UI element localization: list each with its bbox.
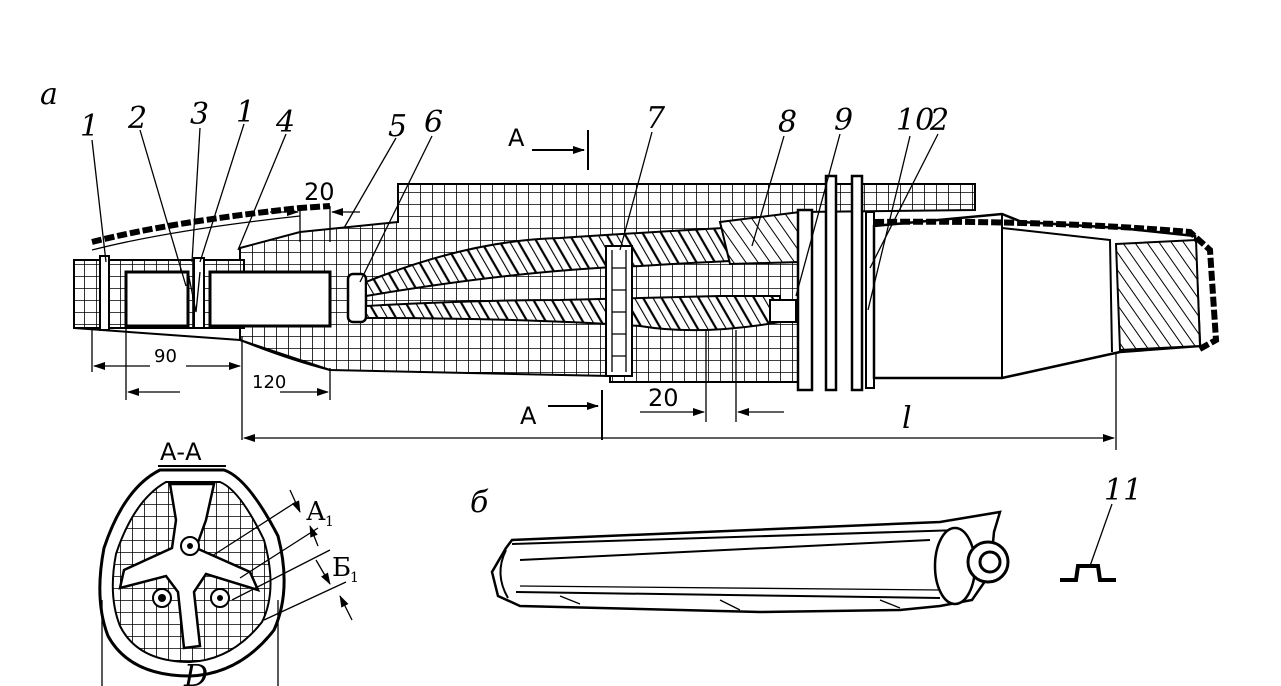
right-cable-end — [1114, 238, 1202, 352]
item-11-shape — [1060, 564, 1116, 582]
outer-sheath-top — [91, 203, 331, 245]
section-dim-d: D — [183, 659, 208, 686]
connector-ferrule — [605, 245, 633, 377]
section-mark-top-letter: А — [508, 124, 525, 152]
view-b-external: б — [470, 485, 1010, 614]
callout-7: 7 — [646, 101, 666, 136]
dimension-120: 120 — [125, 326, 331, 400]
callout-2a: 2 — [127, 101, 147, 136]
inner-sleeve-1 — [124, 270, 190, 328]
dimension-20-left-value: 20 — [304, 178, 335, 206]
clamp-ring-1 — [99, 255, 110, 331]
insert-9 — [769, 299, 797, 323]
callout-9: 9 — [834, 103, 853, 138]
clamp-5 — [346, 272, 368, 324]
callout-8: 8 — [778, 105, 797, 140]
section-dim-b1: Б — [332, 553, 351, 583]
section-mark-bottom-letter: А — [520, 402, 537, 430]
callout-2b: 2 — [929, 103, 949, 138]
callout-1a: 1 — [80, 109, 99, 144]
callout-1b: 1 — [236, 95, 255, 130]
dimension-length-value: l — [902, 401, 912, 436]
callout-numbers: 1 2 3 1 4 5 6 7 8 9 10 2 — [80, 95, 949, 144]
dimension-90-value: 90 — [154, 346, 177, 367]
callout-6: 6 — [424, 105, 443, 140]
callout-11: 11 — [1104, 473, 1142, 508]
view-a-longitudinal-section — [73, 174, 1220, 392]
callout-3: 3 — [190, 97, 209, 132]
dimension-20-mid: 20 — [640, 330, 784, 422]
section-separator — [118, 482, 261, 650]
dimension-20-left: 20 — [270, 178, 360, 242]
flange-plate-2 — [850, 174, 864, 392]
callout-10: 10 — [896, 103, 934, 138]
dimension-20-mid-value: 20 — [648, 384, 679, 412]
callout-4: 4 — [275, 105, 295, 140]
item-11-profile: 11 — [1060, 473, 1142, 582]
dimension-120-value: 120 — [252, 372, 286, 393]
section-title: А-А — [160, 438, 202, 466]
cross-section-a-a: А-А А 1 Б 1 D — [98, 438, 359, 686]
right-cable-jacket — [873, 218, 1220, 353]
section-mark-bottom: А — [520, 390, 603, 440]
inner-sleeve-2 — [208, 270, 332, 328]
section-mark-top: А — [508, 124, 589, 170]
section-dim-a1: А — [306, 497, 326, 527]
section-dim-b1-sub: 1 — [350, 570, 359, 586]
callout-leaders — [91, 123, 939, 311]
dimension-length: l — [243, 352, 1117, 450]
callout-5: 5 — [388, 109, 407, 144]
view-a-label: а — [40, 77, 58, 112]
clamp-ring-2 — [193, 257, 205, 329]
flange-plate-1 — [824, 174, 838, 392]
flange-outer — [796, 208, 814, 392]
dimension-90: 90 — [91, 330, 243, 440]
view-b-label: б — [470, 485, 489, 520]
section-dim-a1-sub: 1 — [325, 514, 334, 530]
